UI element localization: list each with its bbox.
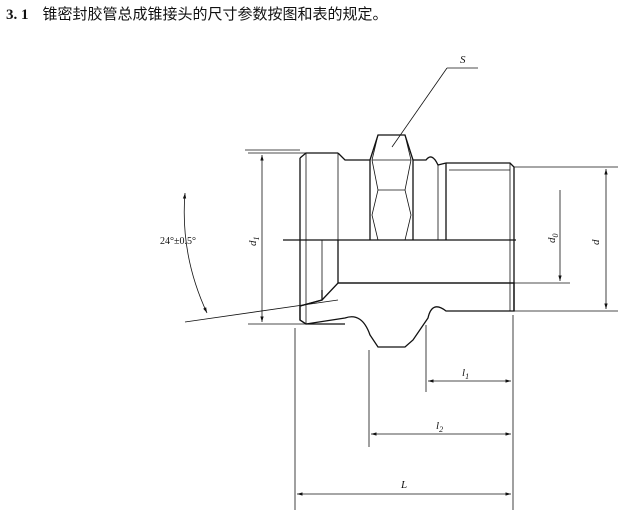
label-L: L (400, 479, 407, 491)
L-dimension: L (297, 479, 511, 496)
label-d: d (590, 239, 602, 245)
label-d1-sub: 1 (252, 237, 261, 241)
label-s: S (460, 54, 466, 66)
svg-text:l2: l2 (436, 420, 443, 434)
label-l2-base: l (436, 420, 439, 432)
svg-text:d1: d1 (247, 237, 261, 247)
label-d1-base: d (247, 240, 259, 246)
label-d0-base: d (546, 237, 558, 243)
svg-text:l1: l1 (462, 367, 469, 381)
d1-dimension: d1 (247, 152, 306, 325)
fitting-body (283, 134, 516, 348)
label-angle: 24°±0.5° (160, 236, 196, 247)
label-d0-sub: 0 (551, 234, 560, 238)
section-heading: 3. 1 锥密封胶管总成锥接头的尺寸参数按图和表的规定。 (6, 3, 388, 24)
label-l1-base: l (462, 367, 465, 379)
svg-text:d0: d0 (546, 234, 560, 244)
d-dimension: d (514, 166, 618, 312)
l1-dimension: l1 (428, 367, 511, 383)
l2-dimension: l2 (371, 420, 511, 436)
label-l1-sub: 1 (465, 372, 469, 381)
section-text: 锥密封胶管总成锥接头的尺寸参数按图和表的规定。 (42, 5, 388, 23)
angle-dimension: 24°±0.5° (160, 149, 339, 323)
label-l2-sub: 2 (439, 425, 443, 434)
s-leader: S (391, 54, 478, 148)
d0-dimension: d0 (514, 190, 570, 284)
section-number: 3. 1 (6, 7, 29, 23)
